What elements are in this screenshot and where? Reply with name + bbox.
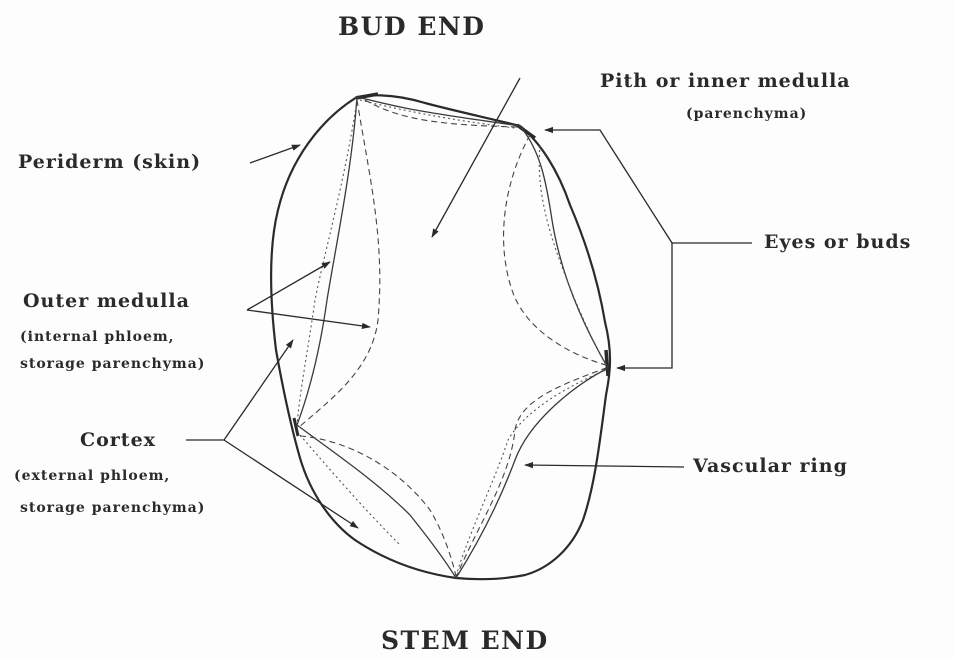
cortex-label: Cortex: [80, 429, 156, 451]
pith-sublabel: (parenchyma): [686, 106, 807, 122]
cortex-sublabel-2: storage parenchyma): [20, 500, 205, 516]
eyes-label: Eyes or buds: [764, 231, 911, 253]
vascular-ring-pointer: [525, 465, 684, 467]
cortex-boundary-dotted: [297, 100, 606, 576]
pith-label: Pith or inner medulla: [600, 70, 851, 92]
cortex-sublabel-1: (external phloem,: [14, 468, 170, 484]
cortex-pointer-lower: [224, 440, 358, 528]
outer-medulla-label: Outer medulla: [23, 290, 190, 312]
pith-pointer: [432, 78, 520, 237]
bud-end-label: BUD END: [338, 12, 485, 41]
periderm-outline: [271, 95, 610, 579]
periderm-label: Periderm (skin): [18, 151, 201, 173]
eyes-bracket: [545, 130, 672, 368]
vascular-ring-line: [297, 97, 608, 578]
eye-upper-right-mark: [517, 125, 535, 138]
outer-medulla-pointer-lower: [247, 310, 370, 327]
eye-right-mark: [606, 350, 608, 376]
outer-medulla-sublabel-2: storage parenchyma): [20, 356, 205, 372]
outer-medulla-sublabel-1: (internal phloem,: [20, 329, 175, 345]
periderm-pointer: [250, 145, 300, 163]
outer-medulla-pointer-upper: [247, 262, 330, 310]
outer-medulla-boundary-dashed: [298, 100, 606, 578]
stem-end-label: STEM END: [381, 626, 549, 655]
vascular-ring-label: Vascular ring: [693, 455, 848, 477]
